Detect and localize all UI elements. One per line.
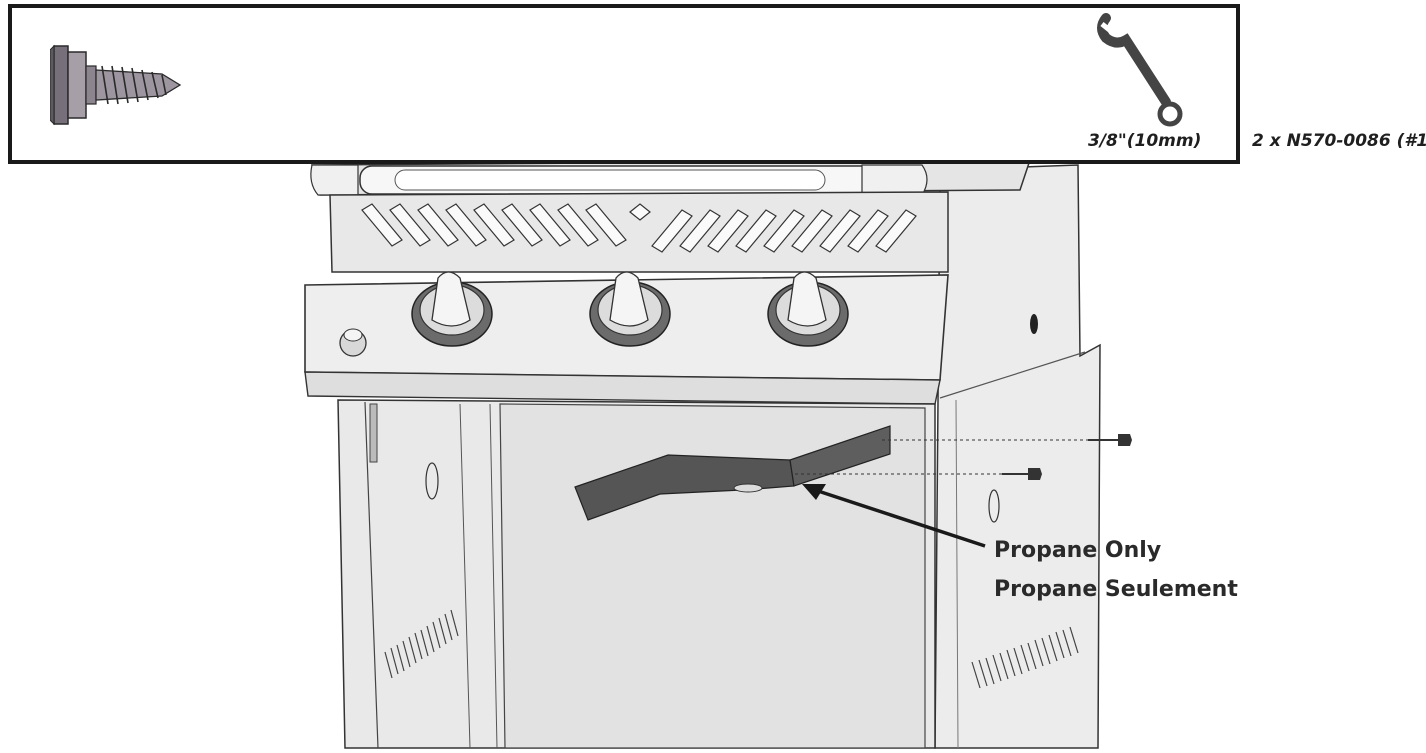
tool-size-label: 3/8"(10mm) [1088, 131, 1202, 151]
control-knob-left [411, 271, 493, 347]
parts-quantity-label: 2 x N570-0086 (#14 x [1252, 131, 1426, 151]
hardware-panel [8, 4, 1240, 164]
igniter-button [339, 328, 367, 357]
callout-propane-only: Propane Only [994, 538, 1162, 563]
vent-panel [329, 191, 949, 273]
control-panel [304, 271, 949, 405]
grill-lid [310, 159, 1032, 196]
cart-side-panel [934, 164, 1101, 749]
callout-propane-seulement: Propane Seulement [994, 577, 1238, 602]
screw-upper [1088, 434, 1132, 446]
wrench-icon [1097, 13, 1183, 127]
propane-bracket [574, 425, 891, 521]
control-knob-center [589, 271, 671, 347]
screw-lower [1002, 468, 1042, 480]
control-knob-right [767, 271, 849, 347]
hex-head-screw-icon [50, 44, 182, 126]
callout-arrow [802, 484, 986, 548]
